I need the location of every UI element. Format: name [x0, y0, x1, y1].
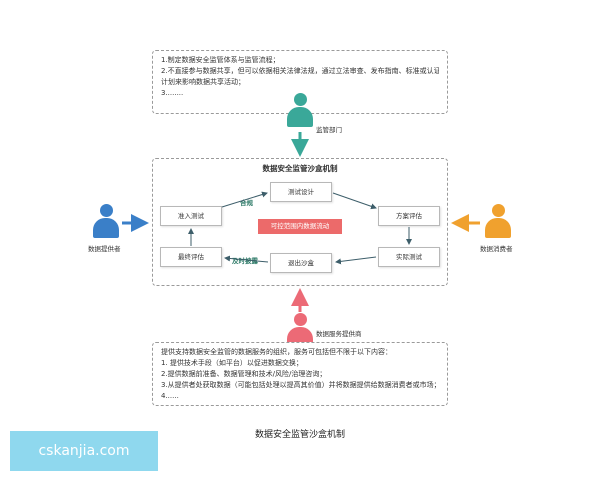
note-line: 4...... [161, 392, 179, 400]
service-provider-label: 数据服务提供商 [316, 330, 362, 338]
step-final-evaluation: 最终评估 [160, 247, 222, 267]
sandbox-title: 数据安全监管沙盒机制 [262, 164, 338, 173]
note-line: 计划来影响数据共享活动； [161, 78, 245, 86]
step-actual-test: 实际测试 [378, 247, 440, 267]
edge-label-timely-exit: 及时披露 [232, 257, 258, 265]
data-provider-label: 数据提供者 [88, 245, 121, 253]
step-exit-sandbox: 退出沙盒 [270, 253, 332, 273]
note-line: 3........ [161, 89, 184, 97]
controlled-data-flow-banner: 可控范围内数据流动 [258, 219, 342, 234]
flow-exit-to-final [224, 255, 269, 263]
regulator-label: 监管部门 [316, 126, 342, 134]
data-consumer-person-icon [484, 204, 512, 240]
step-test-design: 测试设计 [270, 182, 332, 202]
flow-admission-to-design [221, 191, 268, 208]
note-line: 提供支持数据安全监管的数据服务的组织，服务可包括但不限于以下内容： [161, 348, 392, 356]
note-line: 2.不直接参与数据共享，但可以依据相关法律法规，通过立法审查、发布指南、标准或认… [161, 67, 439, 75]
figure-caption: 数据安全监管沙盒机制 [254, 430, 345, 440]
note-line: 3.从提供者处获取数据（可能包括处理以提高其价值）并将数据提供给数据消费者或市场… [161, 381, 439, 389]
watermark-logo: cskanjia.com [10, 431, 158, 471]
flow-design-to-evaluation [332, 192, 377, 210]
data-provider-person-icon [92, 204, 120, 240]
edge-label-compliant: 合规 [240, 199, 253, 207]
step-plan-evaluation: 方案评估 [378, 206, 440, 226]
note-line: 1.制定数据安全监管体系与监管流程； [161, 56, 280, 64]
note-line: 1. 提供技术手段（如平台）以促进数据交换； [161, 359, 303, 367]
data-consumer-label: 数据消费者 [480, 245, 513, 253]
flow-actual-to-exit [335, 256, 377, 265]
note-line: 2.提供数据前准备、数据管理和技术/风险/治理咨询； [161, 370, 327, 378]
regulator-person-icon [286, 93, 314, 129]
step-admission-test: 准入测试 [160, 206, 222, 226]
service-provider-note: 提供支持数据安全监管的数据服务的组织，服务可包括但不限于以下内容： 1. 提供技… [152, 342, 448, 406]
